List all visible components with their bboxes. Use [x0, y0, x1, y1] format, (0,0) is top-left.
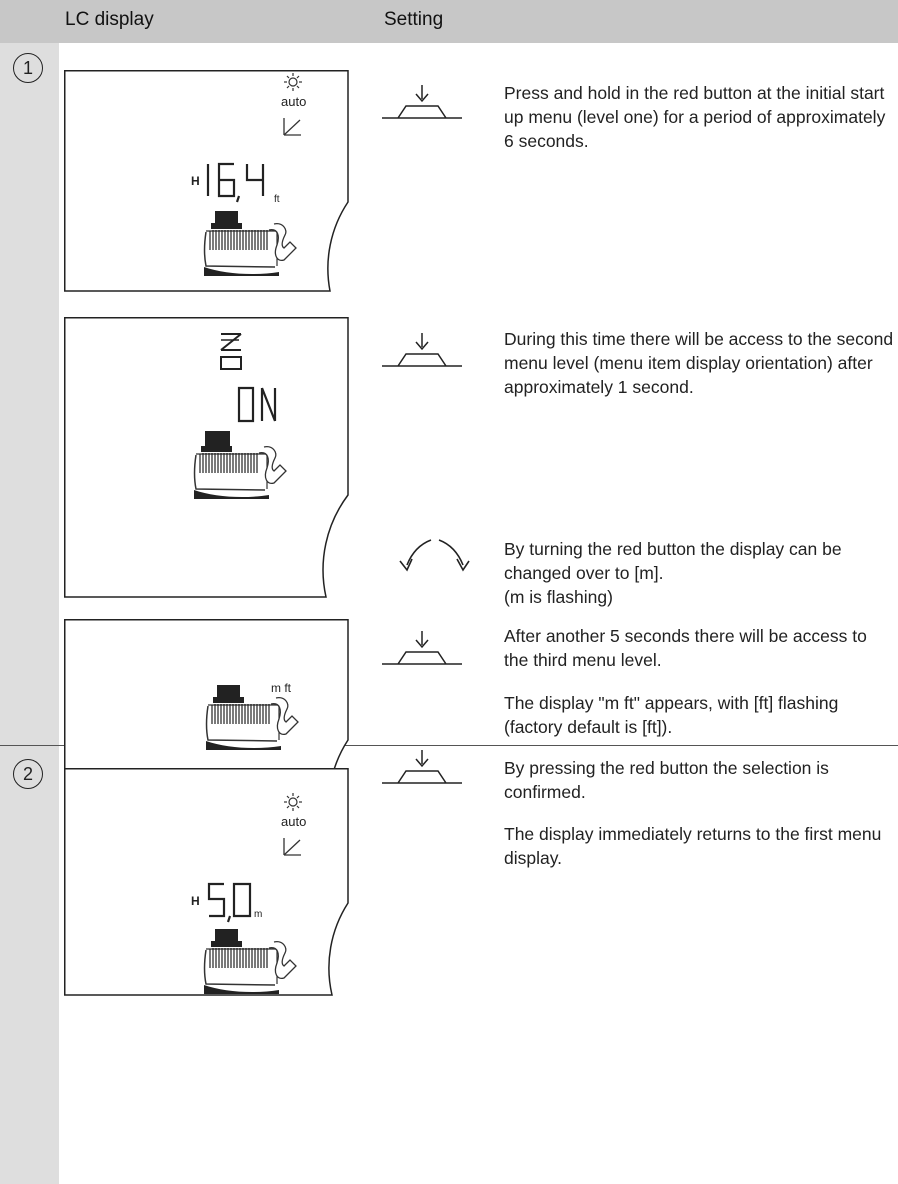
- instruction-paragraph: Press and hold in the red button at the …: [504, 83, 886, 151]
- lcd-display-2: ON: [64, 317, 349, 598]
- angle-icon: [283, 838, 301, 856]
- angle-icon: [283, 118, 301, 136]
- sun-icon: [284, 73, 302, 91]
- instruction-text-1: Press and hold in the red button at the …: [504, 81, 896, 153]
- instruction-paragraph: By turning the red button the display ca…: [504, 539, 842, 583]
- mode-label: auto: [281, 814, 306, 829]
- units-label: m ft: [271, 681, 292, 695]
- instruction-text-4b: The display immediately returns to the f…: [504, 822, 896, 870]
- step-number-2: 2: [13, 759, 43, 789]
- press-button-icon: [381, 750, 463, 791]
- rotated-digits: [220, 333, 242, 370]
- instruction-text-3a: After another 5 seconds there will be ac…: [504, 624, 896, 672]
- lcd-digits: [206, 162, 265, 203]
- press-button-icon: [381, 631, 463, 672]
- mode-label: auto: [281, 94, 306, 109]
- lcd-display-4: auto H m: [64, 768, 349, 996]
- instruction-text-2: During this time there will be access to…: [504, 327, 896, 399]
- instruction-paragraph: By pressing the red button the selection…: [504, 758, 829, 802]
- press-button-icon: [381, 333, 463, 374]
- height-prefix: H: [191, 174, 200, 188]
- sun-icon: [284, 793, 302, 811]
- pump-icon: [203, 211, 297, 276]
- turn-button-icon: [395, 530, 475, 585]
- instruction-paragraph: During this time there will be access to…: [504, 329, 894, 397]
- instruction-paragraph: The display immediately returns to the f…: [504, 824, 882, 868]
- lcd-display-1: auto H ft: [64, 70, 349, 292]
- pump-icon: [193, 431, 287, 499]
- instruction-paragraph: (m is flashing): [504, 587, 613, 607]
- step-number-1: 1: [13, 53, 43, 83]
- press-button-icon: [381, 85, 463, 126]
- pump-icon: [203, 929, 297, 994]
- column-header-setting: Setting: [384, 9, 444, 30]
- column-header-lc-display: LC display: [65, 9, 154, 30]
- instruction-text-4a: By pressing the red button the selection…: [504, 756, 896, 804]
- step-separator: [0, 745, 898, 746]
- lcd-digits-on: [237, 386, 277, 423]
- instruction-text-3b: The display "m ft" appears, with [ft] fl…: [504, 691, 896, 739]
- instruction-paragraph: After another 5 seconds there will be ac…: [504, 626, 867, 670]
- pump-icon: [205, 685, 299, 750]
- step-column: [0, 43, 59, 1184]
- unit-label: ft: [274, 194, 280, 205]
- instruction-text-3c: By turning the red button the display ca…: [504, 537, 896, 609]
- instruction-paragraph: The display "m ft" appears, with [ft] fl…: [504, 693, 839, 737]
- unit-label: m: [254, 909, 262, 920]
- height-prefix: H: [191, 894, 200, 908]
- lcd-digits: [207, 882, 252, 923]
- table-header: LC display Setting: [0, 0, 898, 43]
